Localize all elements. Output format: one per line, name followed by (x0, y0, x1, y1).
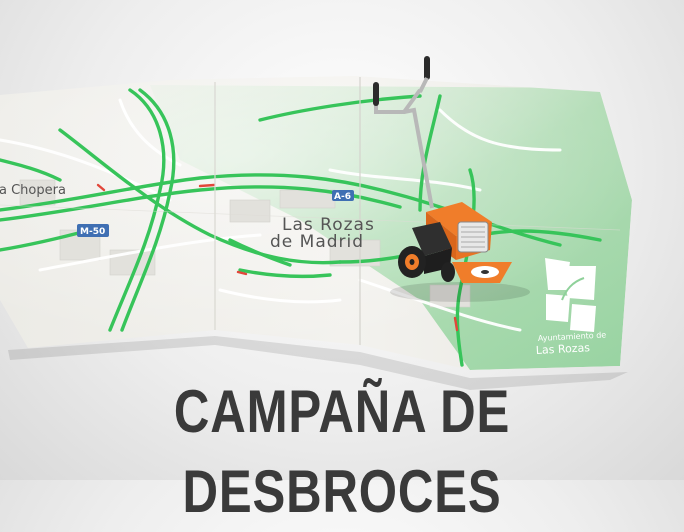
road-badge-a6-text: A-6 (334, 192, 351, 202)
campaign-headline: CAMPAÑA DE DESBROCES (173, 378, 511, 525)
road-badge-m50: M-50 (77, 224, 109, 237)
folded-map: a Chopera Las Rozas de Madrid M-50 A-6 (0, 76, 632, 370)
road-badge-m50-text: M-50 (80, 227, 105, 237)
tree-logo-icon (545, 258, 596, 332)
brush-mower-illustration (373, 56, 530, 302)
ayuntamiento-logo: Ayuntamiento de Las Rozas (535, 258, 607, 357)
place-label-chopera: a Chopera (0, 183, 66, 198)
city-label-line2: de Madrid (270, 232, 364, 252)
logo-line2: Las Rozas (535, 341, 590, 357)
road-badge-a6: A-6 (332, 190, 354, 202)
logo-line1: Ayuntamiento de (538, 330, 607, 343)
city-label-line1: Las Rozas (282, 215, 375, 235)
map-scene: a Chopera Las Rozas de Madrid M-50 A-6 A… (0, 56, 632, 390)
